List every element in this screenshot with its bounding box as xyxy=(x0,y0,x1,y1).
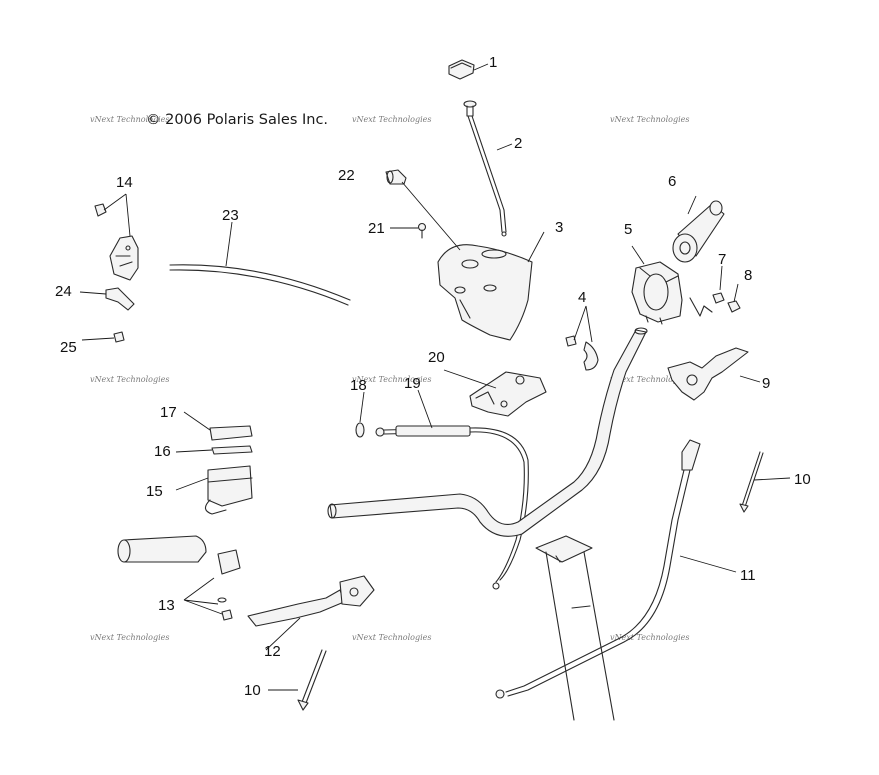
callout-5: 5 xyxy=(624,221,632,238)
steering-post[interactable] xyxy=(535,535,615,721)
watermark: vNext Technologies xyxy=(352,115,431,124)
leader-lines xyxy=(79,63,791,691)
watermark: vNext Technologies xyxy=(610,115,689,124)
callout-16: 16 xyxy=(154,443,171,460)
callout-20: 20 xyxy=(428,349,445,366)
callout-23: 23 xyxy=(222,207,239,224)
part-9-brake-lever[interactable] xyxy=(667,347,749,401)
watermark: vNext Technologies xyxy=(610,633,689,642)
callout-4: 4 xyxy=(578,289,586,306)
callout-25: 25 xyxy=(60,339,77,356)
watermark: vNext Technologies xyxy=(352,633,431,642)
left-grip[interactable] xyxy=(117,535,207,563)
part-5-throttle-housing[interactable] xyxy=(631,261,713,325)
part-22-grommet[interactable] xyxy=(385,169,407,185)
copyright-text: © 2006 Polaris Sales Inc. xyxy=(146,112,328,128)
part-20-bracket[interactable] xyxy=(469,371,547,417)
part-19-cable[interactable] xyxy=(375,425,529,590)
part-4-clip[interactable] xyxy=(565,335,599,371)
part-14-bracket[interactable] xyxy=(94,203,139,281)
part-23-cable[interactable] xyxy=(169,264,351,306)
callout-10-right: 10 xyxy=(794,471,811,488)
callout-6: 6 xyxy=(668,173,676,190)
part-18-washer[interactable] xyxy=(355,422,365,438)
part-13-clamp[interactable] xyxy=(217,549,241,621)
callout-9: 9 xyxy=(762,375,770,392)
part-10-bolt-right[interactable] xyxy=(739,451,764,513)
part-16-gasket[interactable] xyxy=(211,445,253,455)
watermark: vNext Technologies xyxy=(352,375,431,384)
callout-22: 22 xyxy=(338,167,355,184)
callout-19: 19 xyxy=(404,375,421,392)
watermark: vNext Technologies xyxy=(610,375,689,384)
callout-8: 8 xyxy=(744,267,752,284)
callout-24: 24 xyxy=(55,283,72,300)
callout-3: 3 xyxy=(555,219,563,236)
callout-1: 1 xyxy=(489,54,497,71)
part-15-reservoir[interactable] xyxy=(204,465,253,515)
part-17-cap[interactable] xyxy=(209,425,253,441)
part-2-rod[interactable] xyxy=(463,100,507,237)
part-21-screw[interactable] xyxy=(417,222,427,239)
part-6-grip[interactable] xyxy=(672,200,725,263)
callout-17: 17 xyxy=(160,404,177,421)
callout-15: 15 xyxy=(146,483,163,500)
callout-2: 2 xyxy=(514,135,522,152)
watermark: vNext Technologies xyxy=(90,633,169,642)
callout-labels: 1 2 3 4 5 6 7 8 9 10 10 11 12 13 14 15 1… xyxy=(55,54,811,699)
callout-11: 11 xyxy=(740,567,756,584)
part-12-lever[interactable] xyxy=(247,575,375,627)
callout-13: 13 xyxy=(158,597,175,614)
part-8-nut[interactable] xyxy=(727,300,741,313)
callout-12: 12 xyxy=(264,643,281,660)
part-1-cap[interactable] xyxy=(448,59,475,80)
handlebar[interactable] xyxy=(327,327,648,537)
callout-7: 7 xyxy=(718,251,726,268)
callout-10-left: 10 xyxy=(244,682,261,699)
callout-21: 21 xyxy=(368,220,385,237)
callout-14: 14 xyxy=(116,174,133,191)
watermark: vNext Technologies xyxy=(90,375,169,384)
part-7-nut[interactable] xyxy=(712,292,725,304)
part-25-screw[interactable] xyxy=(113,331,125,343)
watermark: vNext Technologies xyxy=(90,115,169,124)
part-10-bolt-left[interactable] xyxy=(297,649,327,711)
part-3-housing[interactable] xyxy=(437,244,533,341)
watermarks: vNext Technologies vNext Technologies vN… xyxy=(90,115,689,642)
callout-18: 18 xyxy=(350,377,367,394)
part-11-cable[interactable] xyxy=(495,439,701,699)
part-24-clamp[interactable] xyxy=(105,287,135,311)
